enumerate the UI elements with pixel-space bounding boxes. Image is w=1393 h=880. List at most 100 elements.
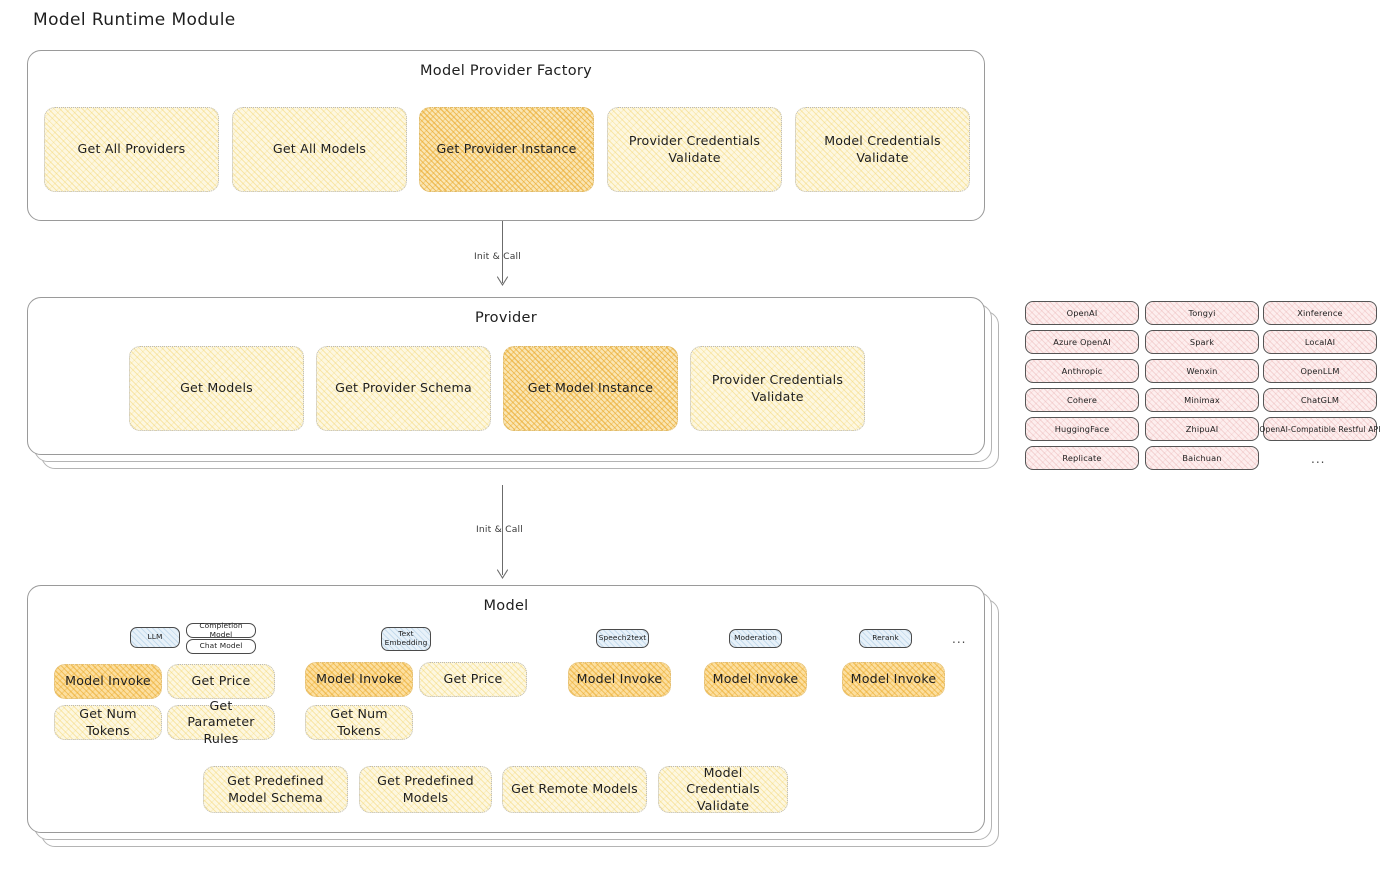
badge-llm[interactable]: LLM: [130, 627, 180, 648]
model-title: Model: [483, 598, 529, 614]
node-label: Get Models: [180, 380, 253, 396]
provider-chip-openai[interactable]: OpenAI: [1025, 301, 1139, 325]
chip-label: Cohere: [1066, 395, 1098, 405]
node-label: Get All Models: [272, 141, 367, 157]
node-speech2text-model-invoke[interactable]: Model Invoke: [568, 662, 671, 697]
node-label: Model Credentials Validate: [686, 764, 760, 813]
provider-chip-tongyi[interactable]: Tongyi: [1145, 301, 1259, 325]
provider-chip-localai[interactable]: LocalAI: [1263, 330, 1377, 354]
node-get-models[interactable]: Get Models: [129, 346, 304, 431]
node-label: Get All Providers: [77, 141, 186, 157]
chip-label: Replicate: [1062, 453, 1102, 463]
node-provider-credentials-validate[interactable]: Provider Credentials Validate: [607, 107, 782, 192]
badge-speech2text[interactable]: Speech2text: [596, 629, 649, 648]
arrow-provider-to-model-line: [502, 485, 504, 575]
node-model-credentials-validate-2[interactable]: Model Credentials Validate: [658, 764, 788, 813]
chip-label: Minimax: [1184, 395, 1220, 405]
node-model-credentials-validate[interactable]: Model Credentials Validate: [795, 107, 970, 192]
chip-label: HuggingFace: [1054, 424, 1110, 434]
node-label: Get Num Tokens: [79, 705, 137, 738]
arrow-label-init-and-call-2: Init & Call: [476, 524, 524, 535]
badge-label: Completion Model: [199, 620, 243, 639]
node-label: Model Invoke: [316, 671, 402, 687]
model-provider-factory-title: Model Provider Factory: [419, 63, 593, 79]
provider-chip-cohere[interactable]: Cohere: [1025, 388, 1139, 412]
badge-completion-model[interactable]: Completion Model: [186, 620, 256, 639]
arrow-factory-to-provider-line: [502, 221, 504, 283]
chip-label: Xinference: [1297, 308, 1343, 318]
provider-chip-anthropic[interactable]: Anthropic: [1025, 359, 1139, 383]
node-text-embedding-get-num-tokens[interactable]: Get Num Tokens: [305, 705, 413, 740]
node-label: Model Credentials Validate: [824, 132, 941, 165]
chip-label: ZhipuAI: [1185, 424, 1219, 434]
node-llm-model-invoke[interactable]: Model Invoke: [54, 664, 162, 699]
badge-label: Rerank: [872, 633, 899, 643]
node-label: Get Provider Schema: [335, 380, 472, 396]
badge-chat-model[interactable]: Chat Model: [186, 639, 256, 654]
node-llm-get-parameter-rules[interactable]: Get Parameter Rules: [167, 698, 275, 746]
arrow-label-init-and-call-1: Init & Call: [474, 251, 522, 262]
node-provider-credentials-validate-2[interactable]: Provider Credentials Validate: [690, 346, 865, 431]
node-rerank-model-invoke[interactable]: Model Invoke: [842, 662, 945, 697]
node-get-all-models[interactable]: Get All Models: [232, 107, 407, 192]
page-title: Model Runtime Module: [33, 10, 236, 30]
badge-label: Moderation: [734, 633, 777, 643]
provider-title: Provider: [474, 310, 538, 326]
provider-chip-xinference[interactable]: Xinference: [1263, 301, 1377, 325]
node-label: Provider Credentials Validate: [711, 371, 844, 404]
badge-moderation[interactable]: Moderation: [729, 629, 782, 648]
badge-rerank[interactable]: Rerank: [859, 629, 912, 648]
provider-chip-chatglm[interactable]: ChatGLM: [1263, 388, 1377, 412]
chip-label: ChatGLM: [1300, 395, 1340, 405]
node-text-embedding-get-price[interactable]: Get Price: [419, 662, 527, 697]
arrow-provider-to-model-head: [496, 569, 509, 580]
badge-text-embedding[interactable]: Text Embedding: [381, 627, 431, 651]
node-get-model-instance[interactable]: Get Model Instance: [503, 346, 678, 431]
provider-chip-replicate[interactable]: Replicate: [1025, 446, 1139, 470]
node-label: Model Invoke: [576, 671, 663, 687]
node-get-all-providers[interactable]: Get All Providers: [44, 107, 219, 192]
chip-label: Tongyi: [1188, 308, 1216, 318]
chip-label: Wenxin: [1186, 366, 1218, 376]
chip-label: Spark: [1189, 337, 1215, 347]
node-text-embedding-model-invoke[interactable]: Model Invoke: [305, 662, 413, 697]
badge-label: Speech2text: [598, 633, 647, 643]
node-get-predefined-models[interactable]: Get Predefined Models: [359, 766, 492, 813]
provider-chip-azure-openai[interactable]: Azure OpenAI: [1025, 330, 1139, 354]
model-types-more-ellipsis: ...: [952, 632, 967, 646]
provider-chip-spark[interactable]: Spark: [1145, 330, 1259, 354]
chip-label: OpenAI: [1066, 308, 1098, 318]
node-get-provider-instance[interactable]: Get Provider Instance: [419, 107, 594, 192]
chip-label: OpenLLM: [1300, 366, 1340, 376]
node-label: Model Invoke: [65, 673, 151, 689]
node-moderation-model-invoke[interactable]: Model Invoke: [704, 662, 807, 697]
node-label: Get Remote Models: [511, 781, 638, 797]
node-get-provider-schema[interactable]: Get Provider Schema: [316, 346, 491, 431]
badge-label: Text Embedding: [384, 629, 428, 647]
provider-chip-wenxin[interactable]: Wenxin: [1145, 359, 1259, 383]
node-get-predefined-model-schema[interactable]: Get Predefined Model Schema: [203, 766, 348, 813]
chip-label: Azure OpenAI: [1053, 337, 1111, 347]
provider-chip-minimax[interactable]: Minimax: [1145, 388, 1259, 412]
provider-chip-zhipuai[interactable]: ZhipuAI: [1145, 417, 1259, 441]
node-label: Get Model Instance: [527, 380, 654, 396]
chip-label: OpenAI-Compatible Restful API: [1259, 424, 1381, 434]
node-llm-get-price[interactable]: Get Price: [167, 664, 275, 699]
node-label: Get Parameter Rules: [187, 697, 255, 746]
node-label: Get Predefined Model Schema: [227, 772, 324, 805]
node-label: Get Predefined Models: [377, 772, 474, 805]
node-label: Model Invoke: [850, 671, 937, 687]
node-label: Get Price: [443, 671, 503, 687]
provider-chip-openai-compatible-restful-api[interactable]: OpenAI-Compatible Restful API: [1259, 417, 1381, 441]
node-label: Get Provider Instance: [436, 141, 577, 157]
node-label: Provider Credentials Validate: [628, 132, 761, 165]
provider-chip-baichuan[interactable]: Baichuan: [1145, 446, 1259, 470]
provider-chip-openllm[interactable]: OpenLLM: [1263, 359, 1377, 383]
chip-label: Baichuan: [1182, 453, 1222, 463]
badge-label: Chat Model: [199, 641, 243, 651]
arrow-factory-to-provider-head: [496, 276, 509, 287]
node-get-remote-models[interactable]: Get Remote Models: [502, 766, 647, 813]
node-llm-get-num-tokens[interactable]: Get Num Tokens: [54, 705, 162, 740]
provider-chip-huggingface[interactable]: HuggingFace: [1025, 417, 1139, 441]
